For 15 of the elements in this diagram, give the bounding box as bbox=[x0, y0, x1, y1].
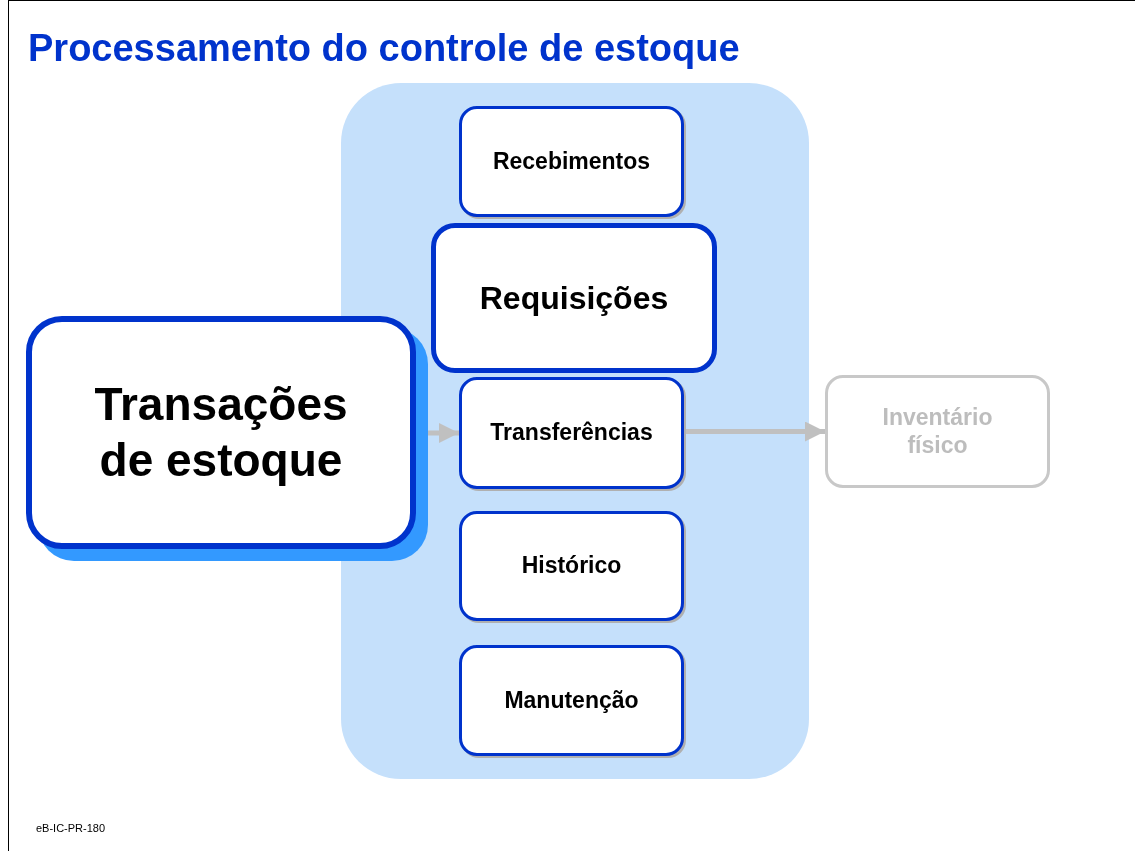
diagram-title: Processamento do controle de estoque bbox=[28, 27, 740, 70]
node-label: Inventário físico bbox=[881, 403, 994, 460]
process-box bbox=[459, 645, 684, 756]
slide-code: eB-IC-PR-180 bbox=[36, 822, 106, 834]
node-label: Transações de estoque bbox=[93, 377, 349, 488]
process-box bbox=[459, 511, 684, 621]
process-box bbox=[459, 106, 684, 217]
node-label: Histórico bbox=[521, 552, 622, 580]
node-label: Recebimentos bbox=[492, 147, 651, 176]
process-box bbox=[459, 377, 684, 489]
node-label: Manutenção bbox=[504, 686, 639, 715]
node-label: Requisições bbox=[479, 278, 669, 318]
process-box bbox=[431, 223, 717, 373]
inactive-process-box bbox=[825, 375, 1050, 488]
node-label: Transferências bbox=[490, 419, 653, 447]
